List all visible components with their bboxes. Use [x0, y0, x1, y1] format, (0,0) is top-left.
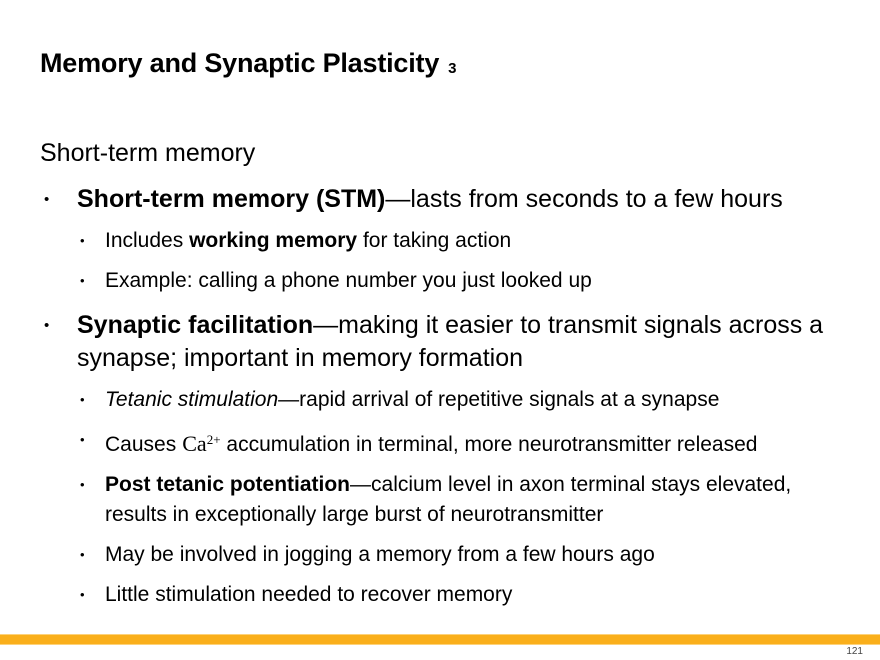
- slide-subtitle: Short-term memory: [40, 139, 256, 167]
- text-segment: —lasts from seconds to a few hours: [385, 185, 783, 213]
- bullet-dot: •: [44, 191, 50, 208]
- bullet-item: • Short-term memory (STM)—lasts from seco…: [40, 183, 842, 216]
- text-segment: Tetanic stimulation: [105, 388, 279, 411]
- bullet-item: • Tetanic stimulation—rapid arrival of re…: [80, 385, 842, 415]
- slide-title-text: Memory and Synaptic Plasticity: [40, 48, 440, 78]
- slide-title: Memory and Synaptic Plasticity 3: [40, 46, 842, 85]
- bullet-dot: •: [80, 233, 85, 248]
- bullet-item: • Example: calling a phone number you jus…: [80, 266, 842, 296]
- bullet-dot: •: [80, 547, 85, 562]
- text-segment: Short-term memory (STM): [77, 185, 386, 213]
- bullet-item: • May be involved in jogging a memory fro…: [80, 540, 842, 570]
- text-segment: —making it easier to transmit signals ac…: [77, 311, 824, 372]
- text-segment: Causes: [105, 433, 177, 456]
- slide-content: Memory and Synaptic Plasticity 3 Short-te…: [40, 0, 842, 610]
- text-segment: Includes: [105, 229, 190, 252]
- bullet-dot: •: [80, 273, 85, 288]
- bullet-dot: •: [44, 317, 50, 334]
- bullet-dot: •: [80, 587, 85, 602]
- page-number: 121: [846, 646, 863, 657]
- text-segment: 2+: [206, 432, 221, 447]
- text-segment: —calcium level in axon terminal stays el…: [105, 473, 792, 526]
- text-segment: working memory: [189, 229, 358, 252]
- text-segment: Example: calling a phone number you just…: [105, 269, 592, 292]
- bullet-text: Short-term memory (STM)—lasts from secon…: [77, 183, 842, 216]
- bullet-dot: •: [80, 477, 85, 492]
- bullet-dot: •: [80, 432, 85, 447]
- bullet-text: Little stimulation needed to recover mem…: [105, 580, 842, 610]
- bullet-list: • Short-term memory (STM)—lasts from seco…: [40, 183, 842, 610]
- bullet-item: • Includes working memory for taking acti…: [80, 226, 842, 256]
- bullet-text: Example: calling a phone number you just…: [105, 266, 842, 296]
- accent-bar: [0, 634, 880, 645]
- text-segment: Ca: [182, 431, 207, 456]
- text-segment: Synaptic facilitation: [77, 311, 314, 339]
- bullet-text: Synaptic facilitation—making it easier t…: [77, 309, 842, 375]
- text-segment: for taking action: [357, 229, 512, 252]
- bullet-item: • Synaptic facilitation—making it easier …: [40, 309, 842, 375]
- bullet-text: May be involved in jogging a memory from…: [105, 540, 842, 570]
- bullet-item: • Little stimulation needed to recover me…: [80, 580, 842, 610]
- text-segment: accumulation in terminal, more neurotran…: [220, 433, 758, 456]
- bullet-text: Post tetanic potentiation—calcium level …: [105, 470, 842, 530]
- text-segment: Post tetanic potentiation: [105, 473, 351, 496]
- bullet-dot: •: [80, 392, 85, 407]
- bullet-text: Includes working memory for taking actio…: [105, 226, 842, 256]
- bullet-text: Tetanic stimulation—rapid arrival of rep…: [105, 385, 842, 415]
- bullet-item: • Post tetanic potentiation—calcium level…: [80, 470, 842, 530]
- slide-title-number: 3: [448, 60, 457, 77]
- text-segment: Little stimulation needed to recover mem…: [105, 583, 513, 606]
- text-segment: May be involved in jogging a memory from…: [105, 543, 655, 566]
- text-segment: —rapid arrival of repetitive signals at …: [278, 388, 720, 411]
